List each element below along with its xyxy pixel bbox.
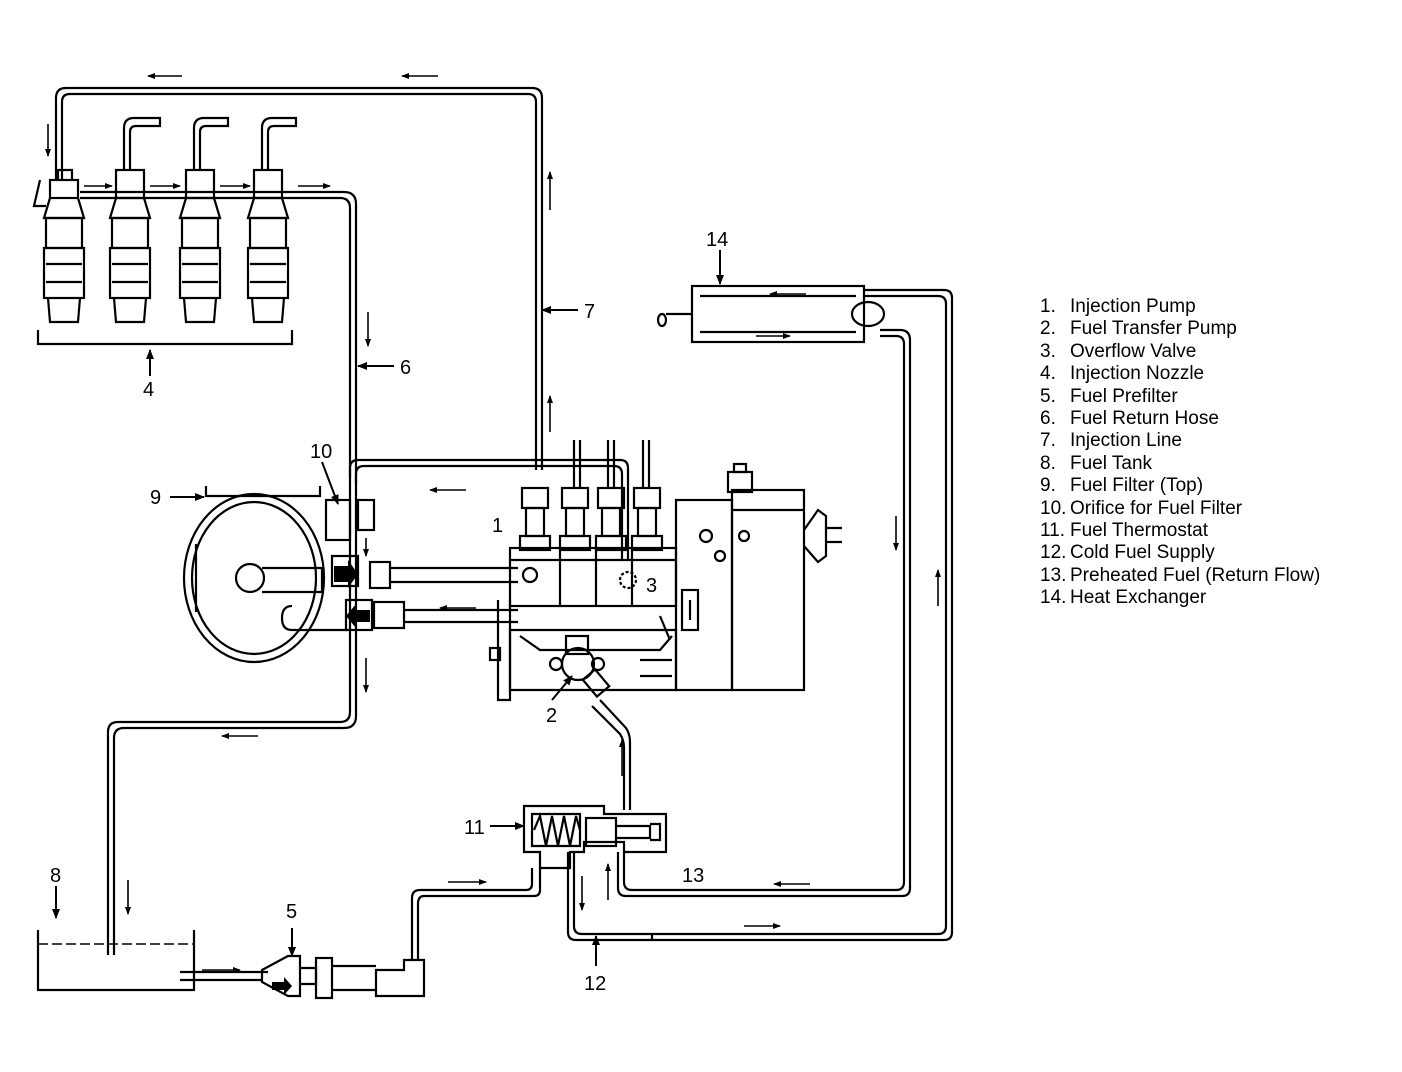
- legend-label: Injection Line: [1070, 430, 1182, 452]
- fuel-prefilter: [180, 954, 376, 1000]
- nozzle-3: [178, 116, 230, 324]
- callout-5: 5: [286, 901, 297, 923]
- legend-number: 6.: [1040, 408, 1056, 430]
- legend-number: 10.: [1040, 497, 1067, 519]
- legend-number: 13.: [1040, 564, 1067, 586]
- legend-label: Heat Exchanger: [1070, 587, 1207, 609]
- legend-label: Orifice for Fuel Filter: [1070, 497, 1243, 519]
- nozzle-bracket: [36, 330, 294, 346]
- callout-labels: 1 2 3 4 5 6 7 8 9 10 11 12 13 14: [50, 229, 728, 995]
- legend-label: Overflow Valve: [1070, 340, 1197, 362]
- callout-13: 13: [682, 865, 704, 887]
- callout-9: 9: [150, 487, 161, 509]
- fuel-thermostat: [522, 804, 668, 870]
- fuel-return-hose: [80, 190, 358, 955]
- legend-label: Fuel Tank: [1070, 452, 1153, 474]
- fuel-transfer-pump: [548, 634, 611, 699]
- transfer-pump-supply-line: [591, 699, 632, 810]
- fuel-tank: [36, 930, 196, 992]
- legend-number: 7.: [1040, 430, 1056, 452]
- legend-item: 7. Injection Line: [1040, 430, 1320, 452]
- legend-label: Injection Pump: [1070, 296, 1196, 317]
- legend-number: 14.: [1040, 587, 1067, 609]
- callout-10: 10: [310, 441, 332, 463]
- legend-number: 8.: [1040, 452, 1056, 474]
- legend-item: 11.Fuel Thermostat: [1040, 520, 1320, 542]
- pump-delivery-valves: [518, 486, 664, 552]
- legend-item: 1. Injection Pump: [1040, 296, 1320, 318]
- legend-label: Fuel Filter (Top): [1070, 475, 1204, 497]
- legend-label: Fuel Transfer Pump: [1070, 318, 1237, 340]
- callout-2: 2: [546, 705, 557, 727]
- legend-item: 10.Orifice for Fuel Filter: [1040, 498, 1320, 520]
- top-return-line: [54, 86, 544, 470]
- legend-label: Injection Nozzle: [1070, 363, 1205, 385]
- legend-number: 2.: [1040, 318, 1056, 340]
- legend-label: Fuel Return Hose: [1070, 408, 1219, 430]
- legend-number: 4.: [1040, 363, 1056, 385]
- callout-14: 14: [706, 229, 728, 251]
- legend-item: 2. Fuel Transfer Pump: [1040, 318, 1320, 340]
- callout-6: 6: [400, 357, 411, 379]
- heat-exchanger: [566, 284, 954, 942]
- callout-8: 8: [50, 865, 61, 887]
- callout-7: 7: [584, 301, 595, 323]
- preheated-return-line: [616, 328, 912, 898]
- callout-3: 3: [646, 575, 657, 597]
- nozzle-1: [32, 168, 86, 324]
- legend-number: 12.: [1040, 542, 1067, 564]
- parts-legend: 1. Injection Pump 2. Fuel Transfer Pump 3.…: [1040, 296, 1320, 610]
- legend-label: Cold Fuel Supply: [1070, 542, 1215, 564]
- legend-label: Preheated Fuel (Return Flow): [1070, 564, 1321, 586]
- legend-label: Fuel Prefilter: [1070, 385, 1178, 407]
- cold-fuel-supply-line: [374, 868, 542, 998]
- callout-4: 4: [143, 379, 154, 401]
- legend-item: 9. Fuel Filter (Top): [1040, 475, 1320, 497]
- legend-item: 13.Preheated Fuel (Return Flow): [1040, 565, 1320, 587]
- legend-label: Fuel Thermostat: [1070, 520, 1208, 542]
- callout-12: 12: [584, 973, 606, 995]
- legend-item: 3. Overflow Valve: [1040, 341, 1320, 363]
- legend-number: 11.: [1040, 520, 1066, 542]
- injection-pump: [488, 462, 842, 702]
- callout-leaders: [52, 250, 724, 966]
- legend-item: 14.Heat Exchanger: [1040, 587, 1320, 609]
- injection-nozzles: [32, 116, 298, 346]
- legend-number: 3.: [1040, 340, 1056, 362]
- legend-item: 8. Fuel Tank: [1040, 453, 1320, 475]
- legend-item: 5. Fuel Prefilter: [1040, 386, 1320, 408]
- legend-item: 4. Injection Nozzle: [1040, 363, 1320, 385]
- legend-number: 9.: [1040, 475, 1056, 497]
- nozzle-4: [246, 116, 298, 324]
- filled-flow-arrows: [272, 560, 370, 995]
- legend-item: 6. Fuel Return Hose: [1040, 408, 1320, 430]
- filter-pump-lines: [348, 458, 630, 630]
- flow-arrows: [45, 73, 941, 973]
- callout-11: 11: [464, 817, 485, 839]
- legend-item: 12.Cold Fuel Supply: [1040, 542, 1320, 564]
- legend-number: 5.: [1040, 385, 1056, 407]
- fuel-filter: [182, 486, 376, 664]
- injection-lines: [572, 440, 651, 488]
- callout-1: 1: [492, 515, 503, 537]
- legend-number: 1.: [1040, 296, 1056, 317]
- nozzle-2: [108, 116, 162, 324]
